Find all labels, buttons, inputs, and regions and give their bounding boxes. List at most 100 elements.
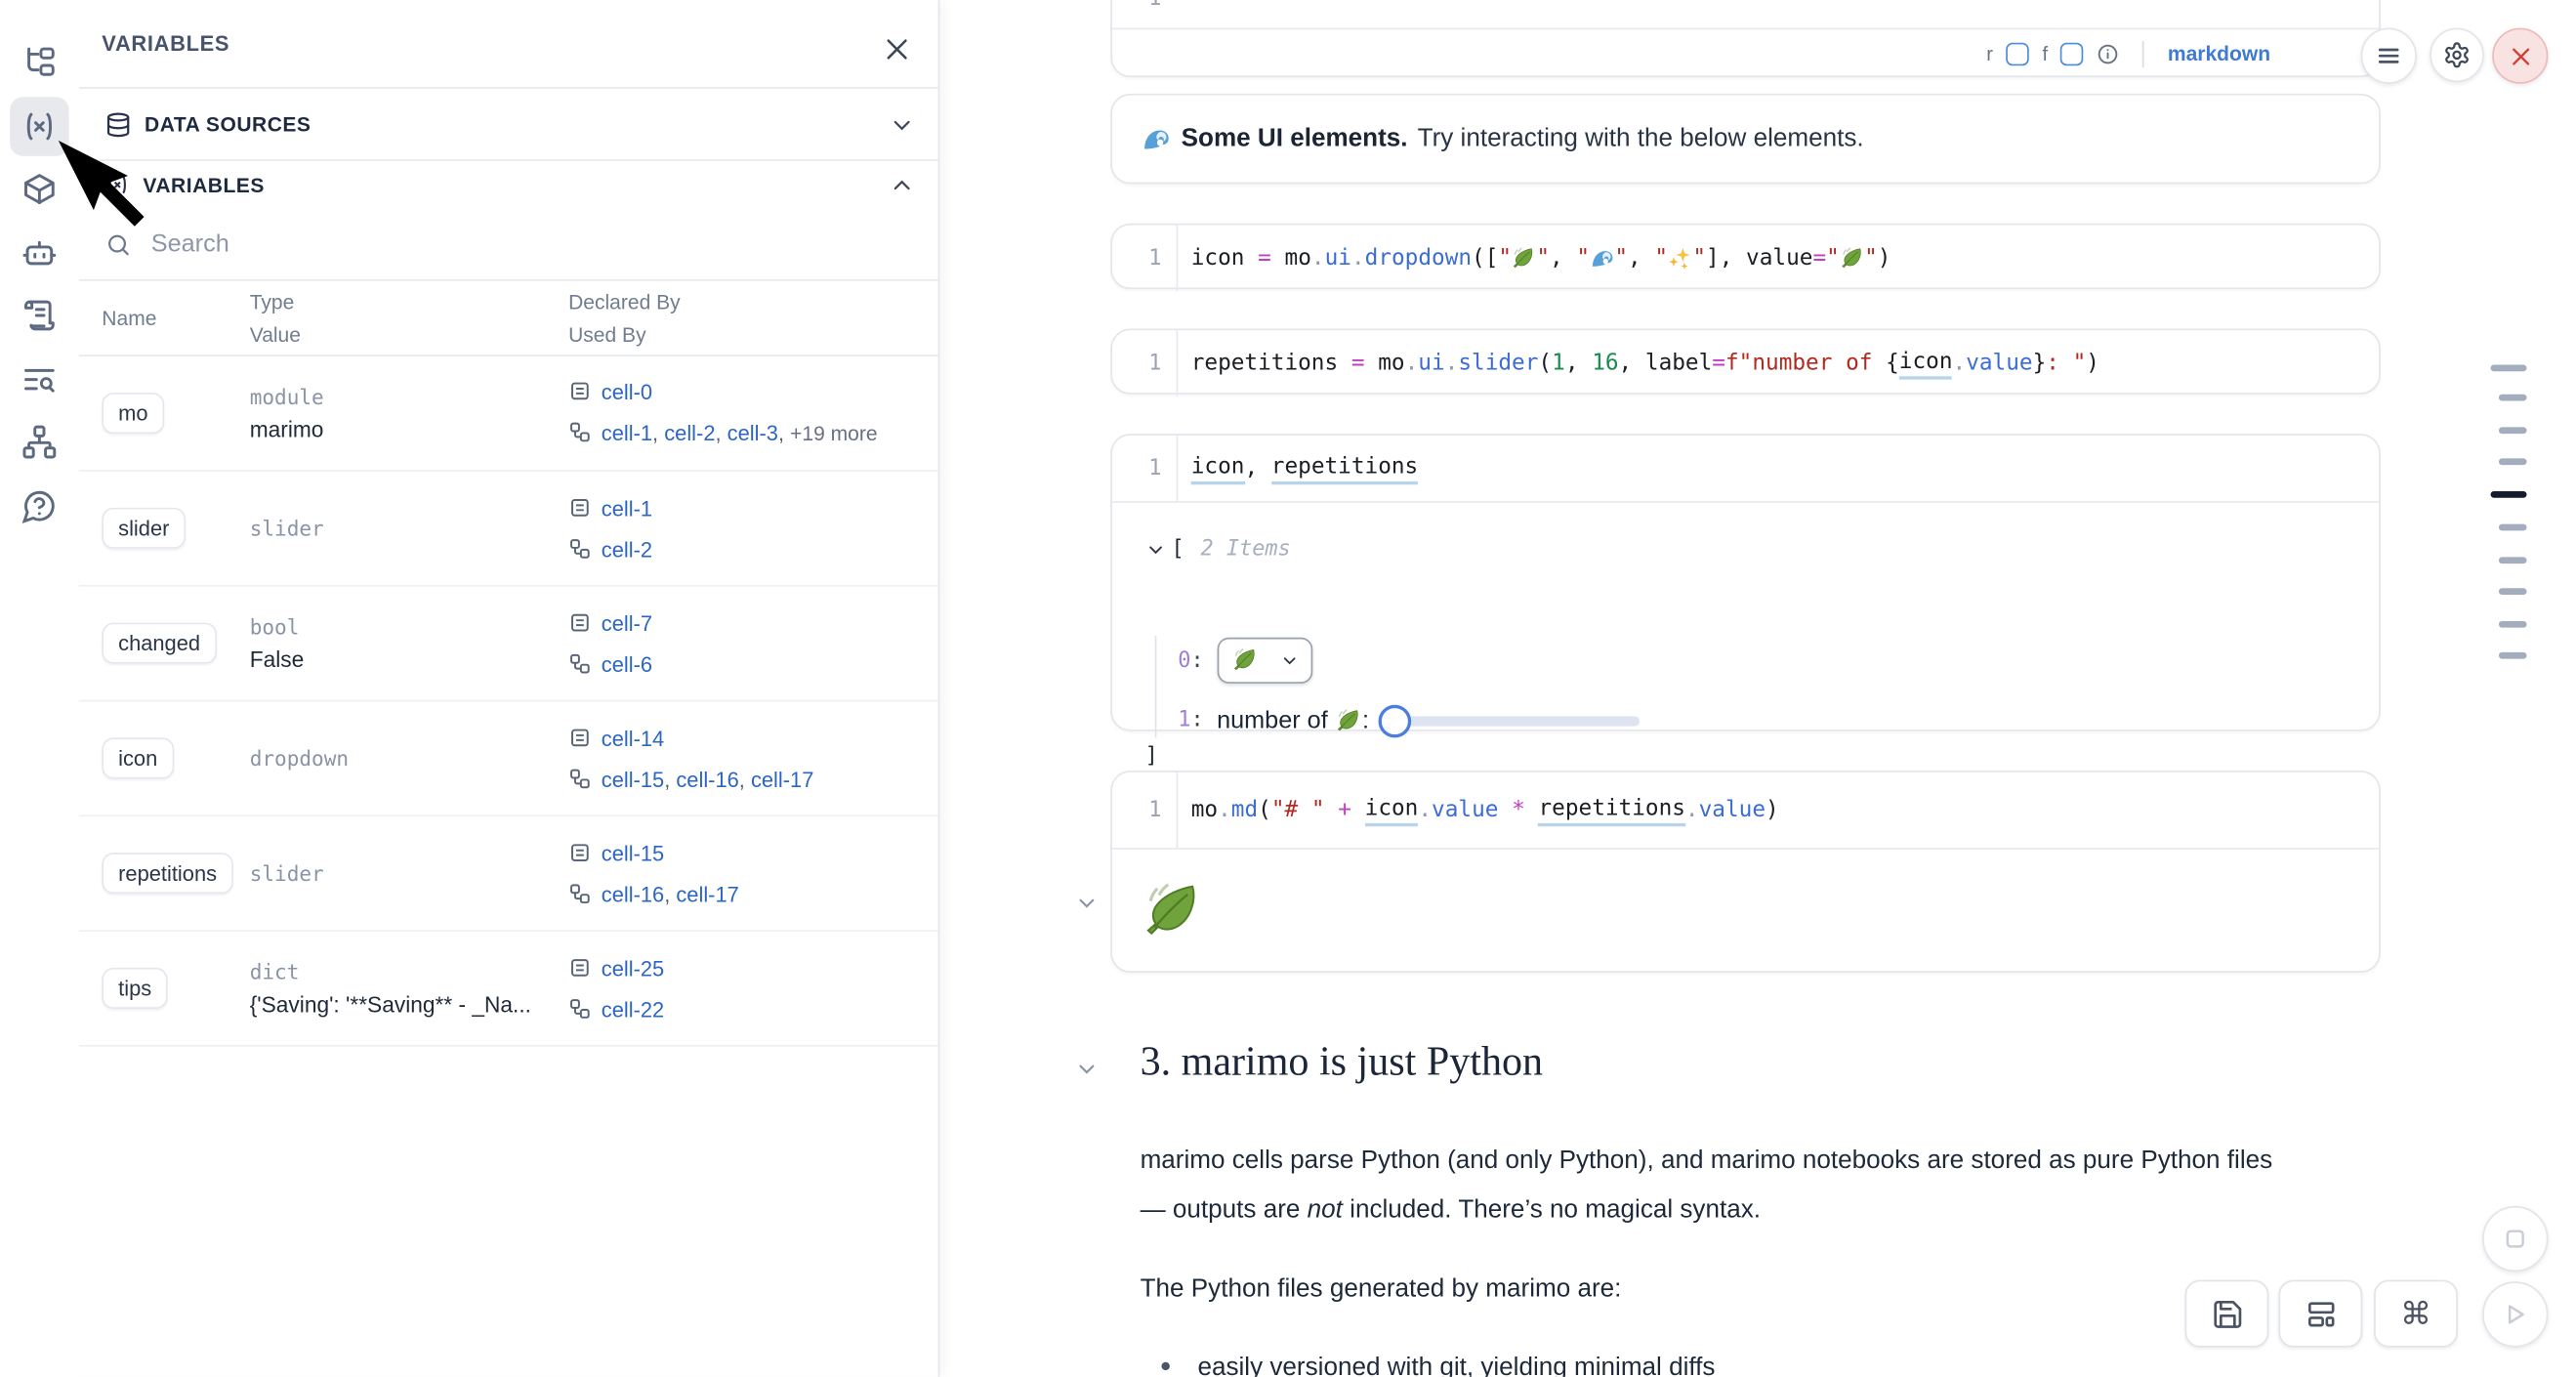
close-icon[interactable]: [882, 34, 911, 63]
toggle-checkbox[interactable]: [2006, 42, 2029, 66]
variable-name-badge[interactable]: icon: [102, 736, 175, 778]
code-cell-dropdown: 1 icon = mo.ui.dropdown(["", "", ""], va…: [1110, 223, 2381, 291]
section-label: DATA SOURCES: [145, 112, 312, 136]
minimap-cell-marker[interactable]: [2498, 427, 2527, 434]
variable-name-badge[interactable]: mo: [102, 392, 165, 434]
declared-by-icon: [568, 380, 592, 403]
code-editor[interactable]: icon = mo.ui.dropdown(["", "", ""], valu…: [1176, 225, 1890, 291]
minimap-cell-marker[interactable]: [2498, 394, 2527, 400]
help-icon[interactable]: [21, 488, 58, 524]
code-editor[interactable]: repetitions = mo.ui.slider(1, 16, label=…: [1176, 330, 2099, 396]
gear-icon: [2445, 42, 2469, 68]
command-palette-button[interactable]: ⌘: [2374, 1279, 2458, 1348]
ai-chat-icon[interactable]: [21, 235, 58, 271]
database-icon: [105, 111, 132, 138]
delete-cell-button[interactable]: [2492, 27, 2549, 84]
file-tree-icon[interactable]: [21, 44, 58, 80]
cell-link[interactable]: cell-15: [601, 766, 665, 792]
section-heading: 3. marimo is just Python: [1140, 1039, 1544, 1085]
language-mode-label[interactable]: markdown: [2167, 42, 2271, 66]
variables-icon[interactable]: [21, 108, 58, 145]
bracket-close: ]: [1144, 744, 1158, 770]
slider-label: number of: [1217, 706, 1328, 735]
variable-name-badge[interactable]: slider: [102, 507, 187, 549]
used-by-icon: [568, 536, 592, 560]
minimap-cell-marker[interactable]: [2498, 651, 2527, 658]
save-button[interactable]: [2184, 1279, 2269, 1348]
cell-link[interactable]: cell-6: [601, 651, 653, 677]
cell-link[interactable]: cell-25: [601, 955, 665, 981]
section-collapse-chevron-icon[interactable]: [1076, 1058, 1098, 1079]
variable-type: bool: [249, 613, 300, 639]
section-variables[interactable]: VARIABLES: [79, 161, 938, 209]
col-name: Name: [102, 306, 157, 330]
minimap-cell-marker[interactable]: [2498, 620, 2527, 627]
layout-button[interactable]: [2278, 1279, 2363, 1348]
cell-collapse-chevron-icon[interactable]: [1076, 893, 1098, 914]
cell-menu-button[interactable]: [2360, 27, 2417, 84]
variable-name-badge[interactable]: tips: [102, 967, 168, 1009]
cell-link[interactable]: cell-14: [601, 725, 665, 751]
minimap-cell-marker[interactable]: [2498, 588, 2527, 595]
chevron-down-icon[interactable]: [891, 112, 914, 136]
declared-by-icon: [568, 955, 592, 979]
minimap-cell-marker[interactable]: [2498, 458, 2527, 465]
cell-link[interactable]: cell-15: [601, 840, 665, 865]
item-count: 2 Items: [1200, 537, 1291, 563]
chevron-up-icon[interactable]: [891, 173, 914, 196]
packages-icon[interactable]: [21, 171, 58, 207]
variable-type: dict: [249, 958, 300, 983]
run-button[interactable]: [2482, 1281, 2549, 1348]
icon-rail: [0, 0, 79, 1377]
logs-icon[interactable]: [21, 361, 58, 397]
declared-by-icon: [568, 841, 592, 864]
code-editor[interactable]: icon, repetitions: [1176, 435, 1419, 502]
minimap-cell-marker[interactable]: [2498, 557, 2527, 563]
code-editor[interactable]: ** Some UI elements.** Try interacting w…: [1177, 0, 2056, 10]
cell-link[interactable]: cell-1: [601, 420, 653, 445]
cell-link[interactable]: cell-0: [601, 379, 653, 404]
cell-link[interactable]: cell-2: [601, 536, 653, 562]
shortcut-f-label: f: [2042, 42, 2049, 66]
variables-panel: VARIABLES DATA SOURCES VARIABLES: [78, 0, 940, 1377]
cell-link[interactable]: cell-17: [750, 766, 814, 792]
info-icon[interactable]: [2098, 43, 2121, 66]
variable-name-badge[interactable]: repetitions: [102, 852, 233, 894]
cell-link[interactable]: cell-22: [601, 996, 665, 1022]
variable-name-badge[interactable]: changed: [102, 621, 217, 663]
cell-link[interactable]: cell-2: [664, 420, 716, 445]
code-editor[interactable]: mo.md("# " + icon.value * repetitions.va…: [1176, 772, 1779, 849]
dropdown-widget[interactable]: [1217, 637, 1313, 684]
cell-toolbar: r f markdown: [1112, 29, 2379, 78]
play-icon: [2508, 1305, 2524, 1324]
scratchpad-icon[interactable]: [21, 298, 58, 334]
markdown-output-cell: Some UI elements. Try interacting with t…: [1110, 93, 2381, 185]
declared-by-icon: [568, 610, 592, 634]
cell-link[interactable]: cell-1: [601, 495, 653, 521]
minimap-cell-marker[interactable]: [2490, 364, 2527, 371]
minimap-cell-marker[interactable]: [2490, 491, 2527, 497]
slider-thumb[interactable]: [1379, 703, 1412, 737]
more-cells-label[interactable]: +19 more: [790, 422, 878, 445]
cell-link[interactable]: cell-16: [676, 766, 739, 792]
dependencies-icon[interactable]: [21, 424, 58, 460]
stop-button[interactable]: [2482, 1205, 2549, 1273]
toggle-checkbox[interactable]: [2060, 42, 2085, 66]
chevron-down-icon[interactable]: [1146, 541, 1165, 560]
search-input[interactable]: [147, 228, 845, 260]
minimap-cell-marker[interactable]: [2498, 523, 2527, 530]
cell-link[interactable]: cell-3: [727, 420, 778, 445]
cell-link[interactable]: cell-17: [676, 881, 739, 906]
section-label: VARIABLES: [143, 173, 265, 197]
cell-settings-button[interactable]: [2430, 27, 2484, 83]
leaf-emoji-icon: [1512, 246, 1536, 271]
cell-link[interactable]: cell-16: [601, 881, 665, 906]
close-icon: [2512, 47, 2529, 64]
used-by-icon: [568, 421, 592, 444]
slider-widget[interactable]: [1379, 703, 1641, 737]
cell-link[interactable]: cell-7: [601, 610, 653, 636]
section-data-sources[interactable]: DATA SOURCES: [79, 89, 938, 159]
